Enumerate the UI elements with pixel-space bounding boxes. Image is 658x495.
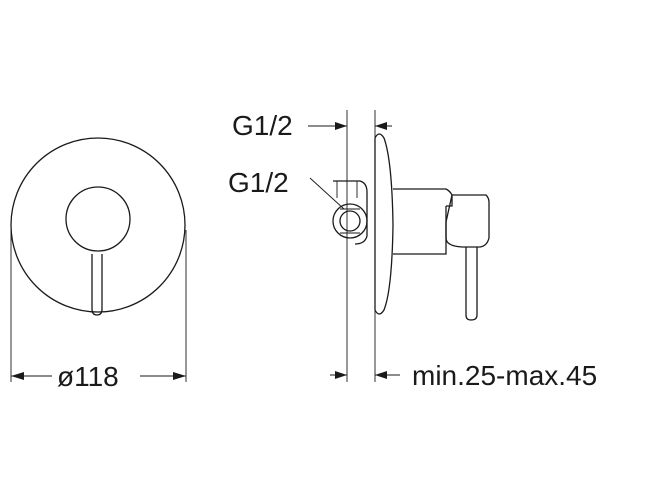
depth-range-label: min.25-max.45 xyxy=(412,360,597,391)
inlet-side-label: G1/2 xyxy=(228,167,289,198)
side-view xyxy=(308,110,490,382)
inlet-side-leader xyxy=(309,177,345,210)
inlet-fitting-inner xyxy=(339,210,361,232)
front-view: ø118 xyxy=(10,137,187,392)
lever-hub xyxy=(65,186,131,252)
inlet-fitting-outer xyxy=(332,203,368,239)
lever-cap xyxy=(445,194,490,248)
side-lever xyxy=(465,247,478,321)
inlet-top-label: G1/2 xyxy=(232,110,293,141)
handle-body-lower xyxy=(393,206,447,255)
cover-plate-profile xyxy=(374,133,394,315)
inlet-fitting-nut xyxy=(340,208,360,234)
lever-handle xyxy=(91,254,103,316)
inlet-top-dimension xyxy=(308,122,392,130)
valve-body xyxy=(333,180,368,245)
diameter-dimension xyxy=(11,372,186,380)
handle-body xyxy=(393,188,453,207)
depth-dimension xyxy=(330,371,400,379)
diameter-label: ø118 xyxy=(57,361,119,392)
cover-plate-outline xyxy=(10,137,186,313)
